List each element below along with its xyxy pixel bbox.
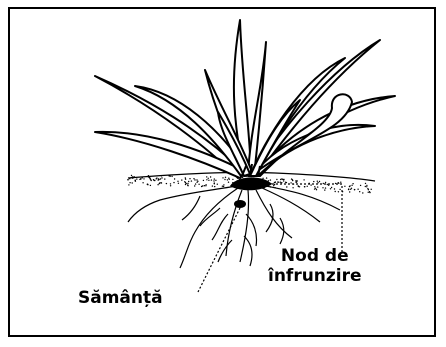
tillering-node-label-line1: Nod de	[268, 246, 362, 266]
leaves	[95, 20, 395, 178]
tillering-node-label-line2: înfrunzire	[268, 266, 362, 286]
tillering-node-label: Nod de înfrunzire	[268, 246, 362, 286]
seed-label: Sămânță	[78, 288, 163, 308]
tillering-node-leader	[268, 184, 342, 252]
seed	[234, 200, 246, 208]
